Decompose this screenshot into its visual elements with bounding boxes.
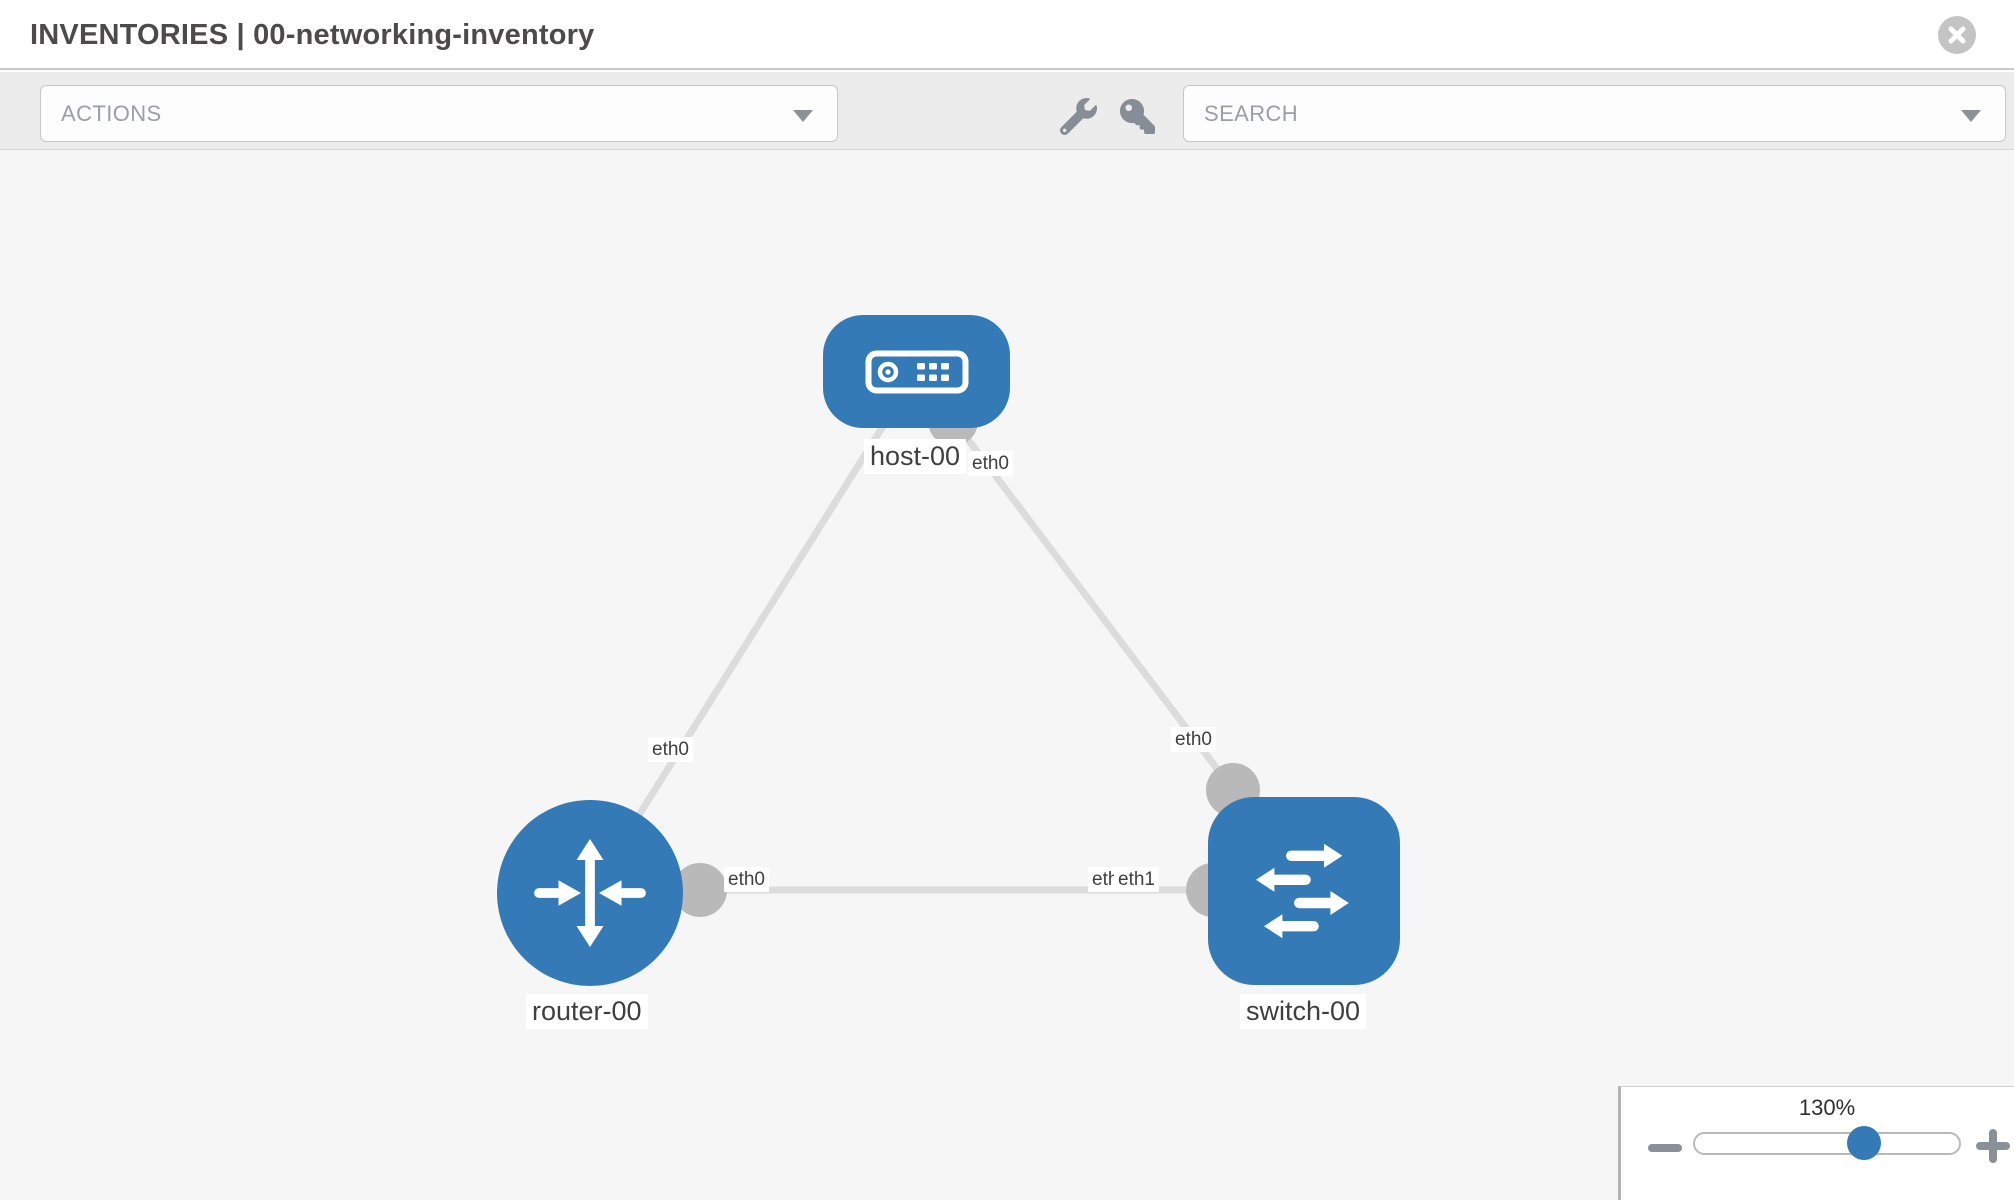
zoom-slider[interactable] [1693, 1126, 1961, 1160]
zoom-slider-thumb[interactable] [1846, 1126, 1881, 1160]
node-label-host: host-00 [864, 439, 967, 475]
connector-router-right [673, 863, 727, 917]
node-router-00[interactable] [497, 800, 683, 986]
node-label-router: router-00 [526, 994, 648, 1030]
search-placeholder: SEARCH [1204, 100, 1299, 126]
interface-label-switch-eth0-diagonal: eth0 [1171, 727, 1216, 753]
node-host-00[interactable] [823, 315, 1010, 428]
actions-dropdown[interactable]: ACTIONS [40, 85, 838, 142]
node-label-switch: switch-00 [1240, 994, 1367, 1030]
router-icon [534, 839, 646, 947]
configure-tools-button[interactable] [1056, 94, 1100, 138]
link-host-switch[interactable] [914, 369, 1236, 793]
wrench-icon [1059, 97, 1097, 135]
zoom-in-button[interactable] [1975, 1128, 2011, 1164]
chevron-down-icon [1961, 110, 1981, 122]
close-button[interactable] [1938, 16, 1976, 54]
key-icon [1119, 98, 1155, 134]
chevron-down-icon [793, 110, 813, 122]
interface-label-router-eth0-horizontal: eth0 [724, 867, 769, 893]
credentials-button[interactable] [1115, 94, 1159, 138]
actions-dropdown-label: ACTIONS [61, 100, 162, 126]
node-switch-00[interactable] [1208, 797, 1400, 985]
panel-header: INVENTORIES | 00-networking-inventory [0, 0, 2014, 70]
switch-icon [1256, 843, 1349, 939]
interface-label-host-eth0-right: eth0 [968, 451, 1013, 477]
zoom-panel: 130% [1618, 1086, 2014, 1200]
page-title: INVENTORIES | 00-networking-inventory [30, 19, 595, 51]
topology-canvas[interactable]: host-00 router-00 switch-00 eth0 eth0 et… [0, 150, 2014, 1200]
zoom-level-label: 130% [1798, 1095, 1856, 1120]
zoom-out-button[interactable] [1647, 1136, 1683, 1160]
interface-label-switch-eth1: eth1 [1114, 867, 1159, 893]
interface-label-router-eth0-diagonal: eth0 [648, 737, 693, 763]
link-host-router[interactable] [587, 370, 920, 895]
toolbar: ACTIONS SEARCH [0, 72, 2014, 150]
host-icon [865, 350, 968, 393]
search-dropdown[interactable]: SEARCH [1183, 85, 2006, 142]
close-icon [1948, 26, 1966, 44]
